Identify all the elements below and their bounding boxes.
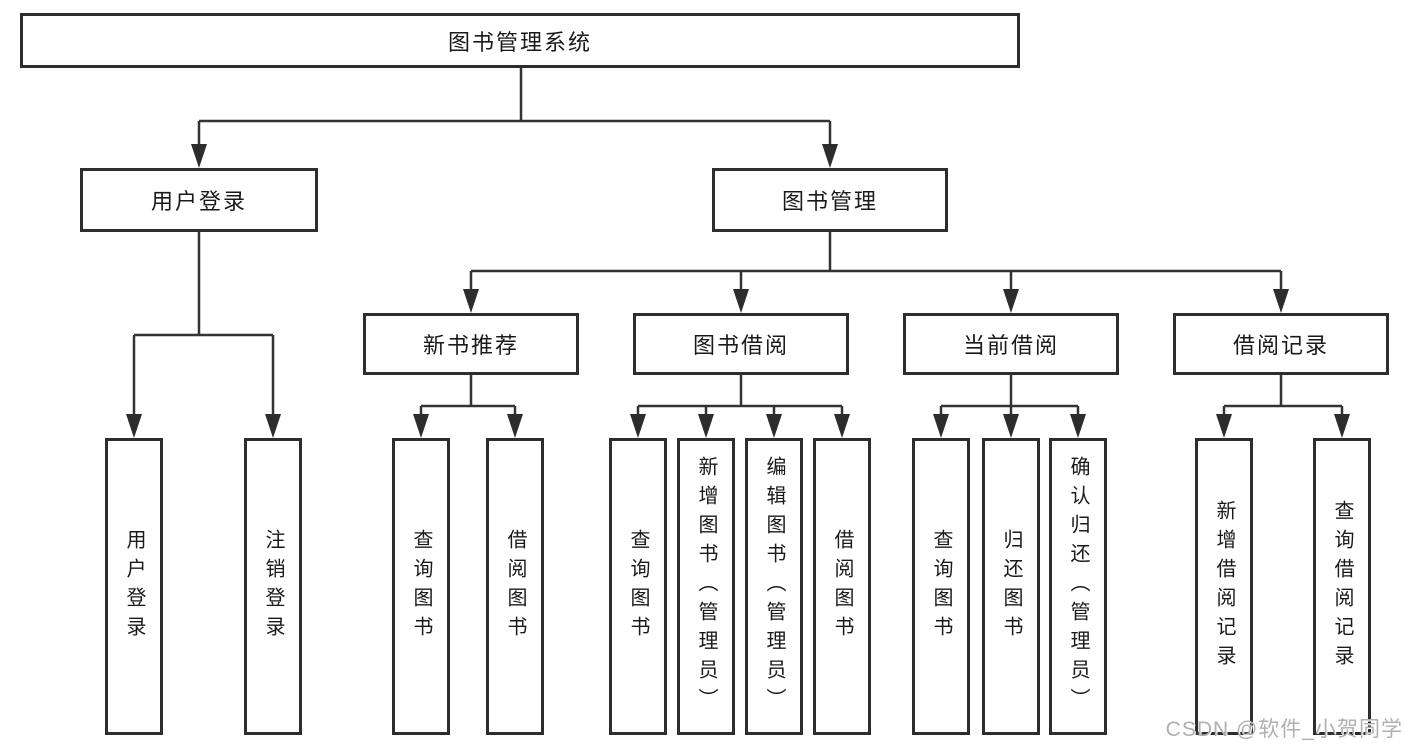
leaf-label: 查询借阅记录 <box>1331 499 1353 674</box>
leaf-label: 借阅图书 <box>504 528 526 645</box>
arrowhead <box>733 289 749 313</box>
node-label: 图书管理 <box>781 189 878 214</box>
node-label: 借阅记录 <box>1232 333 1329 358</box>
node-label: 新书推荐 <box>422 333 519 358</box>
leaf-user-login: 用户登录 <box>105 438 163 735</box>
connector-book-management-children <box>463 232 1289 313</box>
arrowhead <box>698 414 714 438</box>
connector-new-book-children <box>413 375 523 438</box>
arrowhead <box>766 414 782 438</box>
leaf-borrow-borrow-books: 借阅图书 <box>813 438 871 735</box>
arrowhead <box>834 414 850 438</box>
leaf-label: 新增图书（管理员） <box>695 456 717 717</box>
arrowhead <box>630 414 646 438</box>
leaf-label: 查询图书 <box>930 528 952 645</box>
arrowhead <box>507 414 523 438</box>
leaf-borrow-edit-books-admin: 编辑图书（管理员） <box>745 438 803 735</box>
leaf-label: 注销登录 <box>262 528 284 645</box>
leaf-label: 查询图书 <box>410 528 432 645</box>
leaf-records-query-record: 查询借阅记录 <box>1313 438 1371 735</box>
arrowhead <box>265 414 281 438</box>
node-label: 图书借阅 <box>692 333 789 358</box>
node-current-borrow: 当前借阅 <box>903 313 1119 375</box>
arrowhead <box>126 414 142 438</box>
node-library-system: 图书管理系统 <box>20 13 1020 68</box>
leaf-logout: 注销登录 <box>244 438 302 735</box>
arrowhead <box>413 414 429 438</box>
leaf-current-confirm-return-admin: 确认归还（管理员） <box>1049 438 1107 735</box>
csdn-watermark: CSDN @软件_小贺同学 <box>1165 718 1403 741</box>
leaf-current-return-books: 归还图书 <box>982 438 1040 735</box>
node-borrow-records: 借阅记录 <box>1173 313 1389 375</box>
leaf-label: 归还图书 <box>1000 528 1022 645</box>
node-book-borrow: 图书借阅 <box>633 313 849 375</box>
arrowhead <box>933 414 949 438</box>
node-user-login: 用户登录 <box>80 168 318 232</box>
arrowhead <box>191 144 207 168</box>
connector-records-children <box>1216 375 1350 438</box>
node-new-book-recommend: 新书推荐 <box>363 313 579 375</box>
node-label: 图书管理系统 <box>447 29 592 55</box>
arrowhead <box>822 144 838 168</box>
arrowhead <box>1334 414 1350 438</box>
leaf-label: 查询图书 <box>627 528 649 645</box>
leaf-label: 新增借阅记录 <box>1213 499 1235 674</box>
leaf-label: 确认归还（管理员） <box>1067 456 1089 717</box>
leaf-borrow-add-books-admin: 新增图书（管理员） <box>677 438 735 735</box>
arrowhead <box>1003 289 1019 313</box>
leaf-current-query-books: 查询图书 <box>912 438 970 735</box>
arrowhead <box>1070 414 1086 438</box>
arrowhead <box>1216 414 1232 438</box>
leaf-borrow-query-books: 查询图书 <box>609 438 667 735</box>
connector-current-borrow-children <box>933 375 1086 438</box>
leaf-recommend-borrow-books: 借阅图书 <box>486 438 544 735</box>
connector-root-to-level2 <box>191 68 838 168</box>
leaf-recommend-query-books: 查询图书 <box>392 438 450 735</box>
node-label: 用户登录 <box>150 189 247 214</box>
leaf-label: 用户登录 <box>123 528 145 645</box>
arrowhead <box>1003 414 1019 438</box>
connector-book-borrow-children <box>630 375 850 438</box>
arrowhead <box>1273 289 1289 313</box>
leaf-records-add-record: 新增借阅记录 <box>1195 438 1253 735</box>
node-book-management: 图书管理 <box>712 168 948 232</box>
connector-user-login-children <box>126 232 281 438</box>
leaf-label: 编辑图书（管理员） <box>763 456 785 717</box>
node-label: 当前借阅 <box>962 333 1059 358</box>
leaf-label: 借阅图书 <box>831 528 853 645</box>
arrowhead <box>463 289 479 313</box>
